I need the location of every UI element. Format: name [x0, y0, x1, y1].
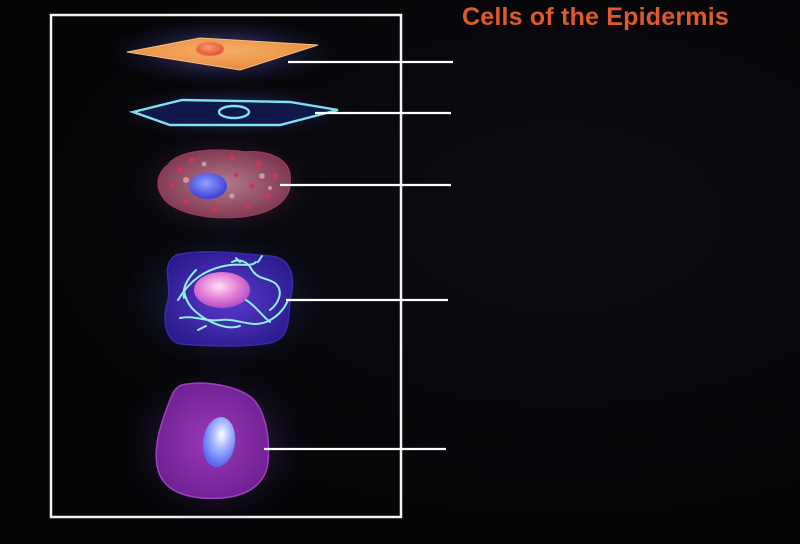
filament-blue-cell-icon [120, 228, 330, 372]
basal-purple-cell-icon [120, 363, 310, 527]
granular-red-cell-icon [129, 130, 319, 240]
spindle-cyan-outline-cell-icon [112, 84, 352, 140]
slide-title: Cells of the Epidermis [462, 3, 729, 31]
flattened-orange-cell-icon [107, 18, 337, 86]
